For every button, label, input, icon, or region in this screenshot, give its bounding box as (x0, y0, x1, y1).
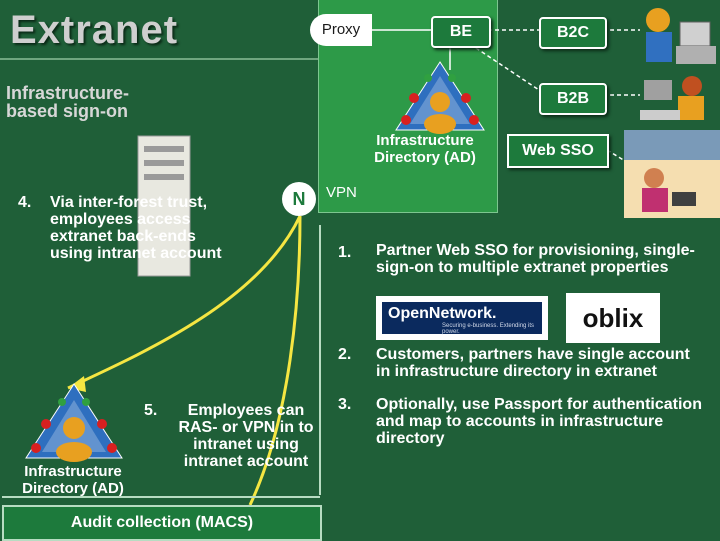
step-5-text: Employees can RAS- or VPN in to intranet… (178, 402, 314, 470)
opennetwork-logo: OpenNetwork. Securing e-business. Extend… (382, 302, 542, 335)
item-2-text: Customers, partners have single account … (376, 346, 690, 380)
laptop-user-icon (640, 76, 704, 120)
b2b-node: B2B (539, 83, 607, 115)
directory-icon (395, 61, 485, 134)
cafe-user-icon (624, 130, 720, 218)
proxy-box: Proxy (310, 14, 372, 46)
vpn-label: VPN (326, 184, 357, 201)
b2c-node: B2C (539, 17, 607, 49)
desktop-user-icon (646, 8, 716, 64)
step-5-number: 5. (144, 402, 158, 419)
item-2-number: 2. (338, 346, 352, 363)
step-4-text: Via inter-forest trust, employees access… (50, 194, 222, 262)
n-marker: N (282, 182, 316, 216)
oblix-logo: oblix (566, 293, 660, 343)
opennetwork-tagline: Securing e-business. Extending its power… (442, 323, 535, 335)
bottom-directory-icon (25, 383, 123, 462)
audit-collection-box: Audit collection (MACS) (2, 505, 322, 541)
item-1-text: Partner Web SSO for provisioning, single… (376, 242, 695, 276)
step-4-number: 4. (18, 194, 32, 211)
item-1-number: 1. (338, 244, 352, 261)
server-icon (137, 135, 191, 277)
item-3-number: 3. (338, 396, 352, 413)
infra-directory-label: Infrastructure Directory (AD) (374, 132, 476, 166)
item-3-text: Optionally, use Passport for authenticat… (376, 396, 702, 447)
page-title: Extranet (10, 8, 179, 52)
bottom-directory-label: Infrastructure Directory (AD) (22, 463, 124, 497)
opennetwork-logo-text: OpenNetwork. (388, 305, 497, 322)
infrastructure-sign-on-label: Infrastructure-based sign-on (6, 83, 130, 121)
be-node: BE (431, 16, 491, 48)
oblix-logo-text: oblix (582, 303, 644, 333)
web-sso-box: Web SSO (507, 134, 609, 168)
title-divider (0, 58, 320, 60)
